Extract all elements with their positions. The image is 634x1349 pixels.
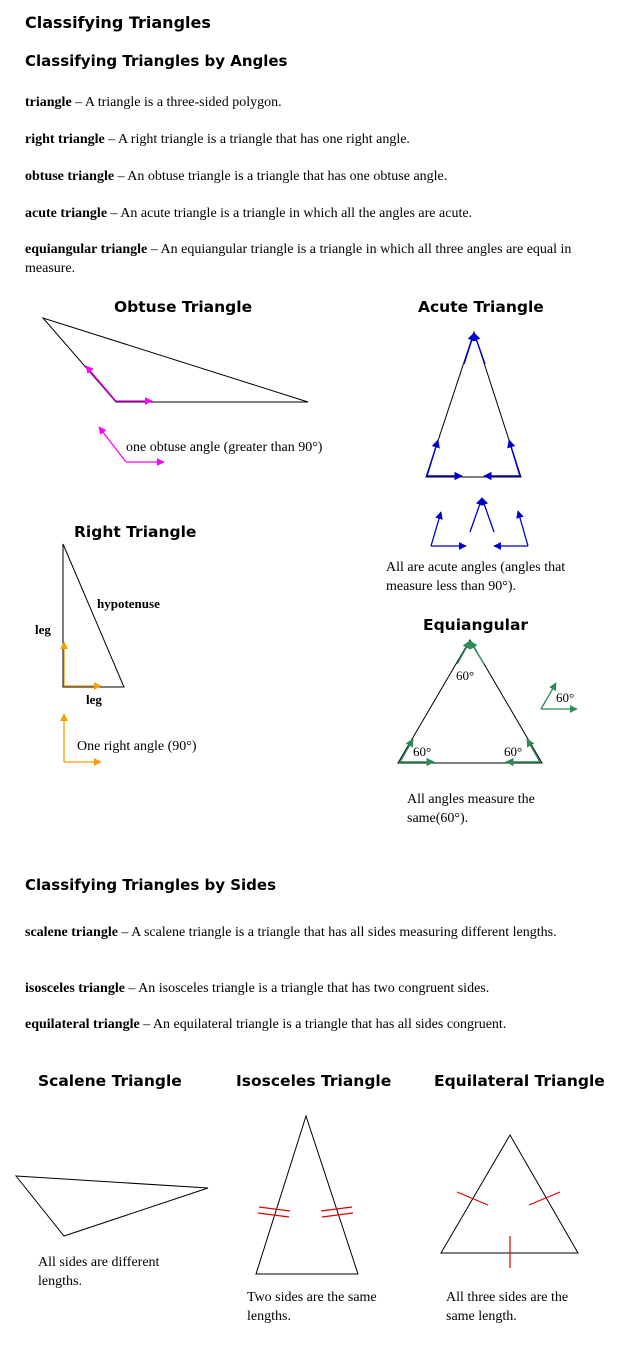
isosceles-caption: Two sides are the same lengths. (247, 1290, 377, 1324)
congruence-tick-marks (456, 1191, 561, 1268)
obtuse-triangle-title: Obtuse Triangle (114, 298, 253, 316)
definition-term: triangle (25, 95, 72, 110)
acute-triangle-title: Acute Triangle (418, 298, 544, 316)
definition-triangle: triangle – A triangle is a three-sided p… (25, 93, 610, 112)
congruence-tick-marks (257, 1206, 354, 1218)
definition-text: – An acute triangle is a triangle in whi… (107, 206, 473, 221)
definition-acute-triangle: acute triangle – An acute triangle is a … (25, 204, 610, 223)
acute-triangle (425, 330, 522, 481)
definition-text: – A scalene triangle is a triangle that … (117, 925, 557, 940)
equiangular-caption: All angles measure the same(60°). (407, 792, 535, 826)
equilateral-triangle-title: Equilateral Triangle (434, 1072, 605, 1090)
scalene-triangle-title: Scalene Triangle (38, 1072, 182, 1090)
definition-text: – A triangle is a three-sided polygon. (71, 95, 282, 110)
definition-text: – An isosceles triangle is a triangle th… (124, 981, 490, 996)
sides-section-heading: Classifying Triangles by Sides (25, 876, 277, 894)
definition-text: – An obtuse triangle is a triangle that … (114, 169, 448, 184)
right-triangle-title: Right Triangle (74, 523, 197, 541)
angle-label-left: 60° (413, 744, 432, 759)
definition-obtuse-triangle: obtuse triangle – An obtuse triangle is … (25, 167, 610, 186)
definition-term: equiangular triangle (25, 242, 148, 257)
definition-term: isosceles triangle (25, 981, 125, 996)
definition-text: – A right triangle is a triangle that ha… (104, 132, 410, 147)
definition-isosceles-triangle: isosceles triangle – An isosceles triang… (25, 979, 610, 998)
obtuse-triangle (41, 316, 309, 405)
obtuse-caption: one obtuse angle (greater than 90°) (126, 440, 323, 455)
definition-scalene-triangle: scalene triangle – A scalene triangle is… (25, 923, 610, 942)
leg-label-vertical: leg (35, 622, 51, 637)
angles-section-heading: Classifying Triangles by Angles (25, 52, 288, 70)
definition-term: obtuse triangle (25, 169, 115, 184)
angle-label-top: 60° (456, 668, 475, 683)
definition-text: – An equilateral triangle is a triangle … (139, 1017, 507, 1032)
definition-right-triangle: right triangle – A right triangle is a t… (25, 130, 610, 149)
isosceles-triangle-title: Isosceles Triangle (236, 1072, 392, 1090)
right-angle-sample (60, 713, 102, 766)
definition-equilateral-triangle: equilateral triangle – An equilateral tr… (25, 1015, 610, 1034)
equilateral-triangle (440, 1134, 579, 1268)
page-title: Classifying Triangles (25, 13, 211, 32)
right-triangle (60, 543, 125, 690)
definition-term: scalene triangle (25, 925, 118, 940)
definition-term: right triangle (25, 132, 105, 147)
scalene-triangle (14, 1175, 209, 1237)
equiangular-angle-sample (540, 682, 578, 713)
acute-angle-samples (430, 497, 529, 550)
definition-text: – An equiangular triangle is a triangle … (25, 242, 572, 276)
angle-label-sample: 60° (556, 690, 575, 705)
leg-label-horizontal: leg (86, 692, 102, 707)
right-caption: One right angle (90°) (77, 739, 197, 754)
definition-equiangular-triangle: equiangular triangle – An equiangular tr… (25, 240, 610, 278)
acute-caption: All are acute angles (angles that measur… (386, 560, 566, 594)
equiangular-title: Equiangular (423, 616, 529, 634)
equiangular-triangle (397, 639, 543, 767)
isosceles-triangle (255, 1114, 359, 1275)
obtuse-angle-sample (98, 426, 165, 466)
angle-label-right: 60° (504, 744, 523, 759)
definition-term: acute triangle (25, 206, 108, 221)
definition-term: equilateral triangle (25, 1017, 140, 1032)
hypotenuse-label: hypotenuse (97, 596, 160, 611)
equilateral-caption: All three sides are the same length. (446, 1290, 569, 1324)
scalene-caption: All sides are different lengths. (38, 1255, 160, 1289)
